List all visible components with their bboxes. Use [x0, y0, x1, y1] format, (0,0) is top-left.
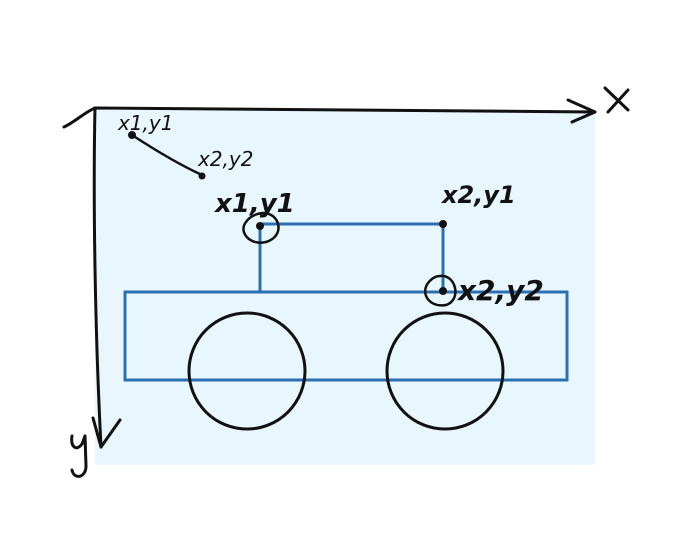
line-p2-label: x2,y2	[197, 147, 253, 171]
line-point-1	[128, 131, 136, 139]
line-example: x1,y1 x2,y2	[117, 111, 253, 180]
rectangle-example: x1,y1 x2,y1 x2,y2	[123, 181, 569, 431]
corner-top-right-label: x2,y1	[441, 181, 516, 209]
wheel-left	[187, 311, 307, 431]
y-axis-label	[70, 434, 88, 478]
y-axis-label-text: y	[0, 0, 1, 1]
y-axis	[91, 106, 122, 449]
corner-top-left-marker	[242, 211, 280, 244]
corner-bottom-right-label: x2,y2	[456, 274, 544, 307]
corner-top-left-label: x1,y1	[213, 189, 295, 219]
line-p1-label: x1,y1	[117, 111, 173, 135]
x-axis-label	[603, 86, 630, 114]
corner-bottom-right-marker	[423, 274, 457, 307]
x-axis-label-text: x	[0, 0, 1, 1]
corner-top-right-marker	[439, 220, 447, 228]
canvas-area	[95, 110, 595, 465]
wheel-right	[385, 311, 505, 431]
line-point-2	[198, 172, 206, 180]
body-rectangle	[123, 290, 569, 382]
